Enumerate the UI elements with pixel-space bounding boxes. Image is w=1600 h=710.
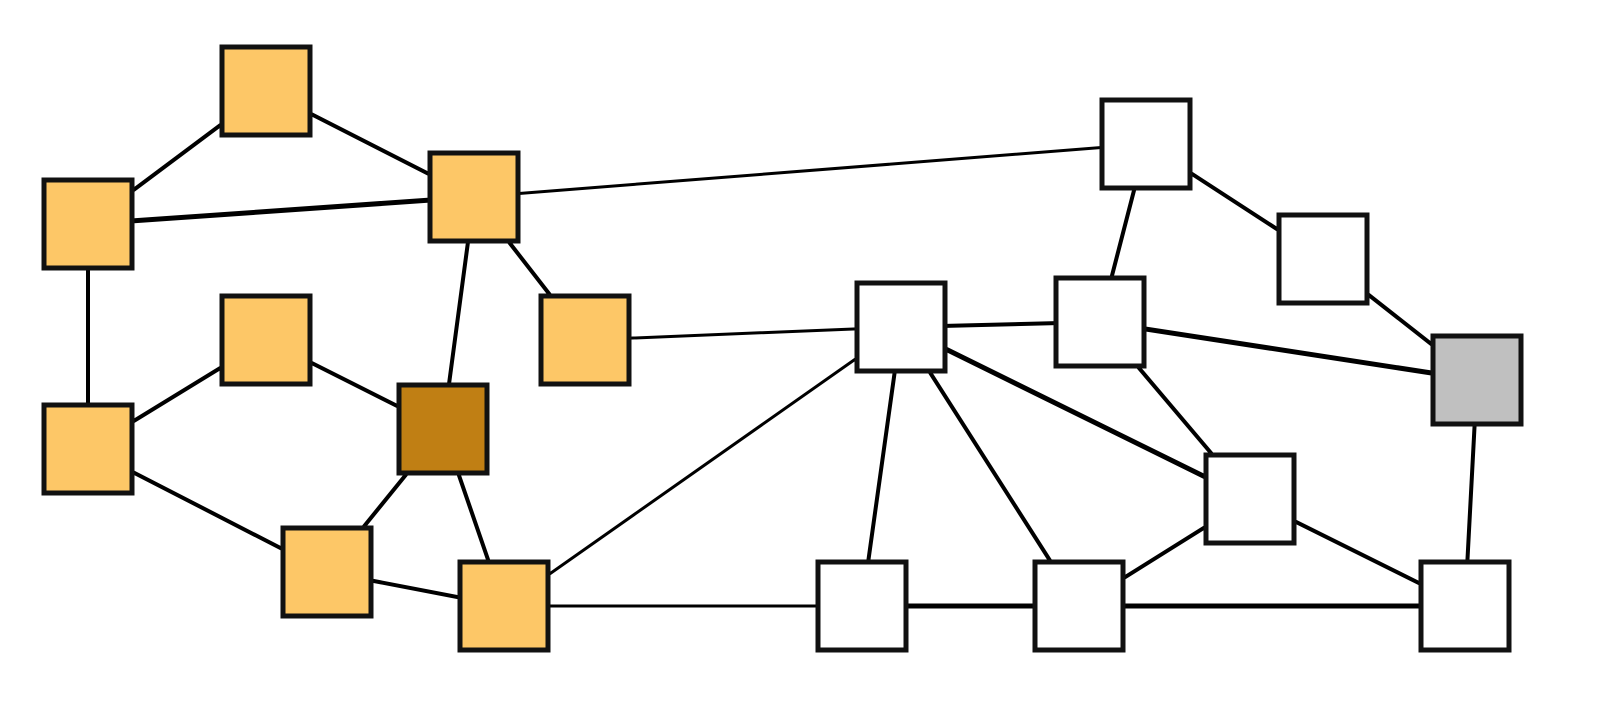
node-n6-visited (538, 293, 632, 387)
edge-n12-n16 (898, 324, 1253, 502)
node-n13-unvisited (1053, 275, 1147, 369)
edge-n3-n11 (472, 142, 1148, 199)
node-n14-unvisited (1276, 212, 1370, 306)
node-n2-visited (41, 177, 135, 271)
node-n4-visited (219, 293, 313, 387)
node-n1-visited (219, 44, 313, 138)
edge-n10-n12 (502, 325, 903, 608)
nodes-layer (41, 44, 1524, 653)
node-n15-goal (1430, 333, 1524, 427)
node-n17-unvisited (815, 559, 909, 653)
node-n16-unvisited (1203, 452, 1297, 546)
node-n8-visited (280, 525, 374, 619)
node-n7-current (396, 382, 490, 476)
node-n12-unvisited (854, 280, 948, 374)
node-n19-unvisited (1418, 559, 1512, 653)
node-n10-visited (457, 559, 551, 653)
node-n11-unvisited (1099, 97, 1193, 191)
edge-n6-n12 (583, 325, 903, 342)
node-n5-visited (41, 402, 135, 496)
node-n3-visited (427, 150, 521, 244)
edge-n2-n3 (85, 194, 477, 227)
edge-n13-n15 (1097, 319, 1480, 383)
node-n18-unvisited (1032, 559, 1126, 653)
